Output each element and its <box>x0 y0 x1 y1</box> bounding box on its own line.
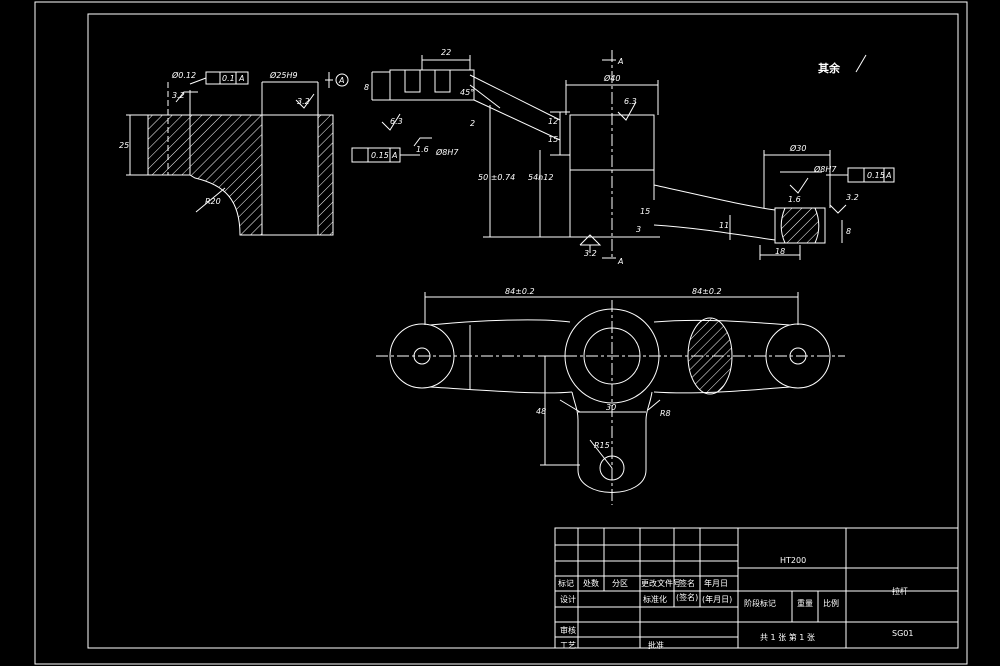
tb-col2-label: 处数 <box>583 578 599 588</box>
tb-standardize: 标准化 <box>643 594 667 604</box>
title-block <box>554 527 959 649</box>
tb-process: 工艺 <box>560 641 576 650</box>
right-dia-30: Ø30 <box>789 143 806 153</box>
front-par-datum: A <box>391 151 397 160</box>
right-view <box>653 54 895 260</box>
front-dim-11: 11 <box>719 221 729 230</box>
section-a-view <box>126 71 349 236</box>
right-rough-16: 1.6 <box>788 195 801 204</box>
tb-approve: 批准 <box>648 640 664 650</box>
front-dim-3: 3 <box>636 225 641 234</box>
tb-part-name: 拉杆 <box>892 586 908 596</box>
right-par-val: 0.15 <box>867 171 885 180</box>
tb-weight: 重量 <box>797 598 813 608</box>
plan-dim-30: 30 <box>606 403 616 412</box>
plan-dim-left: 84±0.2 <box>505 287 535 296</box>
section-a-bore-dia: Ø25H9 <box>269 70 298 80</box>
section-mark-top: A <box>617 57 623 66</box>
front-dim-8: 8 <box>364 83 369 92</box>
tb-stage-mark: 阶段标记 <box>744 598 776 608</box>
tb-date: (年月日) <box>702 594 732 604</box>
tb-col5-label: 签名 <box>679 578 695 588</box>
tb-review: 审核 <box>560 625 576 635</box>
front-view <box>351 50 660 260</box>
tb-row-design: 设计 <box>560 594 576 604</box>
right-par-datum: A <box>885 171 891 180</box>
tb-drawing-no: SG01 <box>892 629 913 638</box>
plan-view <box>376 292 845 505</box>
tb-col1-label: 标记 <box>558 578 574 588</box>
section-a-leader-tol: Ø0.12 <box>171 70 196 80</box>
front-dia-8h7: Ø8H7 <box>435 147 459 157</box>
front-dim-54: 54h12 <box>528 173 553 182</box>
front-rough-63: 6.3 <box>390 117 403 126</box>
right-dim-8: 8 <box>846 227 851 236</box>
section-a-radius: R20 <box>205 197 221 206</box>
other-roughness-note: 其余 <box>818 61 841 75</box>
tb-sheet-info: 共 1 张 第 1 张 <box>760 632 815 642</box>
plan-dim-r8: R8 <box>660 409 671 418</box>
front-rough-32: 3.2 <box>584 249 597 258</box>
plan-dim-right: 84±0.2 <box>692 287 722 296</box>
right-dia-8h7: Ø8H7 <box>813 164 837 174</box>
front-dim-45: 45° <box>460 88 474 97</box>
outer-frame <box>34 1 968 665</box>
tb-col3-label: 分区 <box>612 579 628 588</box>
section-a-rough-left: 3.2 <box>172 91 185 100</box>
front-dia-40: Ø40 <box>603 73 620 83</box>
tb-scale: 比例 <box>823 598 839 608</box>
right-rough-32: 3.2 <box>846 193 859 202</box>
section-a-circle-label: A <box>338 76 344 85</box>
right-dim-18: 18 <box>775 247 785 256</box>
section-a-datum: A <box>238 74 244 83</box>
front-dim-15b: 15 <box>640 207 650 216</box>
front-dim-12: 12 <box>548 117 558 126</box>
front-rough-63b: 6.3 <box>624 97 637 106</box>
front-dim-2: 2 <box>470 119 475 128</box>
section-mark-bottom: A <box>617 257 623 266</box>
front-dim-15: 15 <box>548 135 558 144</box>
plan-dim-r15: R15 <box>594 441 610 450</box>
front-dim-22: 22 <box>441 48 451 57</box>
plan-dim-48: 48 <box>536 407 546 416</box>
inner-frame <box>87 13 959 649</box>
section-a-rough-bore: 3.2 <box>297 97 310 106</box>
tb-col4-label: 更改文件号 <box>641 578 681 588</box>
tb-sign: (签名) <box>676 592 698 602</box>
front-dim-50: 50 ±0.74 <box>478 173 515 182</box>
section-a-height: 25 <box>119 141 129 150</box>
tb-material: HT200 <box>780 556 806 565</box>
tb-col6-label: 年月日 <box>704 578 728 588</box>
front-par-val: 0.15 <box>371 151 389 160</box>
section-a-flat-val: 0.1 <box>222 74 235 83</box>
front-rough-16: 1.6 <box>416 145 429 154</box>
